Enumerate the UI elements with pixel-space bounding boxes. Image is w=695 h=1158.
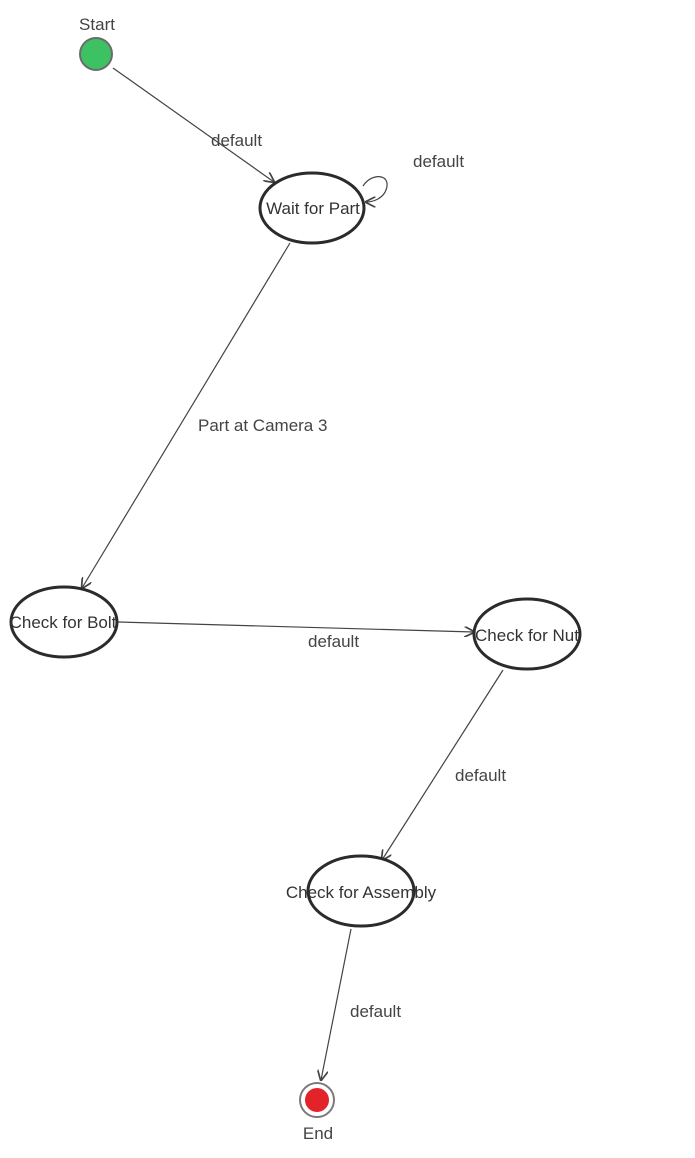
edge-label-wait-self: default <box>413 152 464 171</box>
edge-wait-to-bolt <box>82 242 291 588</box>
state-check-nut-label: Check for Nut <box>475 626 579 645</box>
edge-label-wait-to-bolt: Part at Camera 3 <box>198 416 327 435</box>
state-check-bolt-label: Check for Bolt <box>10 613 117 632</box>
edge-start-to-wait <box>112 67 274 182</box>
end-node <box>305 1088 329 1112</box>
start-label: Start <box>79 15 115 34</box>
edge-nut-to-assembly <box>382 669 504 860</box>
state-wait-for-part-label: Wait for Part <box>266 199 360 218</box>
edge-assembly-to-end <box>321 928 352 1080</box>
state-check-nut[interactable] <box>472 597 582 671</box>
edge-label-start-to-wait: default <box>211 131 262 150</box>
start-node[interactable] <box>79 37 113 71</box>
edge-label-bolt-to-nut: default <box>308 632 359 651</box>
end-label: End <box>303 1124 333 1143</box>
state-wait-for-part[interactable] <box>258 171 366 245</box>
edge-bolt-to-nut <box>117 621 474 632</box>
state-check-assembly-label: Check for Assembly <box>286 883 437 902</box>
edge-wait-self-loop <box>362 176 388 202</box>
state-check-bolt[interactable] <box>9 585 119 659</box>
edge-label-assembly-to-end: default <box>350 1002 401 1021</box>
edge-label-nut-to-assembly: default <box>455 766 506 785</box>
state-check-assembly[interactable] <box>306 854 416 928</box>
